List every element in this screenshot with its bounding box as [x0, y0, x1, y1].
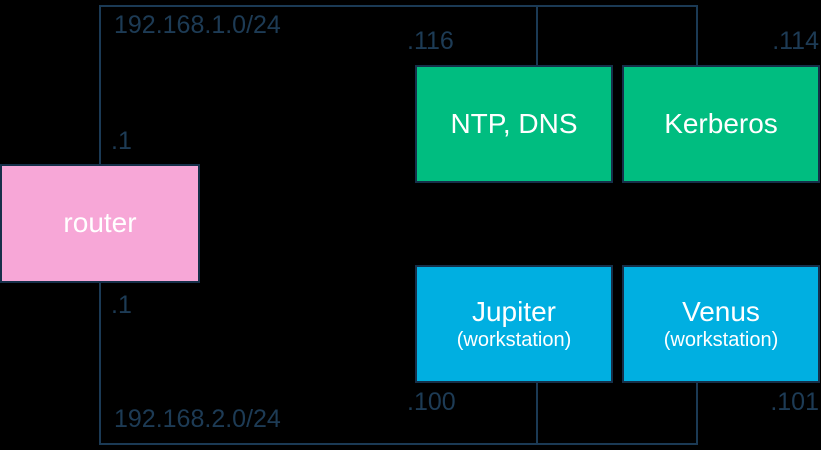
kerberos-connector-line	[696, 5, 698, 67]
venus-node-label: Venus	[682, 295, 760, 327]
ntp-dns-node: NTP, DNS	[415, 65, 613, 183]
kerberos-node: Kerberos	[622, 65, 820, 183]
router-to-network2-line	[99, 281, 101, 445]
router-node-label: router	[63, 207, 137, 239]
jupiter-connector-line	[536, 381, 538, 445]
kerberos-node-label: Kerberos	[664, 107, 778, 139]
subnet1-label: 192.168.1.0/24	[114, 11, 281, 39]
jupiter-node-sublabel: (workstation)	[456, 329, 572, 352]
jupiter-node-label: Jupiter	[471, 295, 557, 327]
router-interface2-address-label: .1	[111, 291, 132, 319]
ntp-dns-connector-line	[536, 5, 538, 67]
network1-trunk-line	[99, 5, 698, 7]
ntp-dns-address-label: .116	[407, 27, 454, 55]
subnet2-label: 192.168.2.0/24	[114, 405, 281, 433]
kerberos-address-label: .114	[772, 27, 819, 55]
jupiter-address-label: .100	[407, 388, 456, 416]
venus-address-label: .101	[770, 388, 819, 416]
router-interface1-address-label: .1	[111, 127, 132, 155]
ntp-dns-node-label: NTP, DNS	[450, 107, 578, 139]
router-to-network1-line	[99, 5, 101, 166]
venus-node-sublabel: (workstation)	[663, 329, 779, 352]
venus-node: Venus (workstation)	[622, 265, 820, 383]
jupiter-node: Jupiter (workstation)	[415, 265, 613, 383]
venus-connector-line	[696, 381, 698, 445]
router-node: router	[0, 164, 200, 283]
network2-trunk-line	[99, 443, 698, 445]
